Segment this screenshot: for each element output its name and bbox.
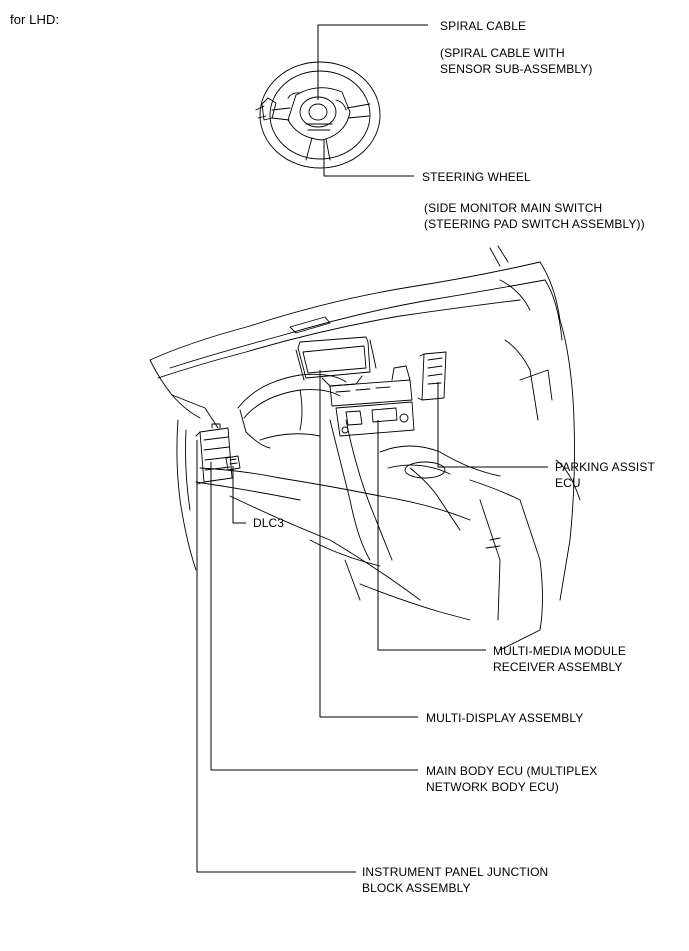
label-main-body-1: MAIN BODY ECU (MULTIPLEX xyxy=(426,764,598,778)
label-spiral-cable: SPIRAL CABLE xyxy=(440,19,527,33)
label-junction-2: BLOCK ASSEMBLY xyxy=(362,881,471,895)
label-spiral-cable-sub-1: (SPIRAL CABLE WITH xyxy=(440,46,565,60)
label-junction-1: INSTRUMENT PANEL JUNCTION xyxy=(362,865,549,879)
label-steering-wheel: STEERING WHEEL xyxy=(422,170,531,184)
header-text: for LHD: xyxy=(10,12,60,27)
label-main-body-2: NETWORK BODY ECU) xyxy=(426,780,559,794)
label-parking-assist-2: ECU xyxy=(555,476,581,490)
label-side-monitor-1: (SIDE MONITOR MAIN SWITCH xyxy=(424,201,603,215)
dlc3-connector-drawing xyxy=(225,455,241,471)
junction-block-drawing xyxy=(195,423,233,485)
label-parking-assist-1: PARKING ASSIST xyxy=(555,460,655,474)
label-multidisplay: MULTI-DISPLAY ASSEMBLY xyxy=(426,711,584,725)
dashboard-drawing xyxy=(149,245,581,651)
parking-assist-ecu-drawing xyxy=(417,351,447,401)
multimedia-receiver-drawing xyxy=(329,365,415,437)
leader-lines xyxy=(196,24,548,873)
label-multimedia-1: MULTI-MEDIA MODULE xyxy=(493,644,626,658)
label-multimedia-2: RECEIVER ASSEMBLY xyxy=(493,660,623,674)
label-dlc3: DLC3 xyxy=(253,516,285,530)
label-spiral-cable-sub-2: SENSOR SUB-ASSEMBLY) xyxy=(440,62,593,76)
label-side-monitor-2: (STEERING PAD SWITCH ASSEMBLY)) xyxy=(424,217,645,231)
multi-display-drawing xyxy=(295,336,377,387)
